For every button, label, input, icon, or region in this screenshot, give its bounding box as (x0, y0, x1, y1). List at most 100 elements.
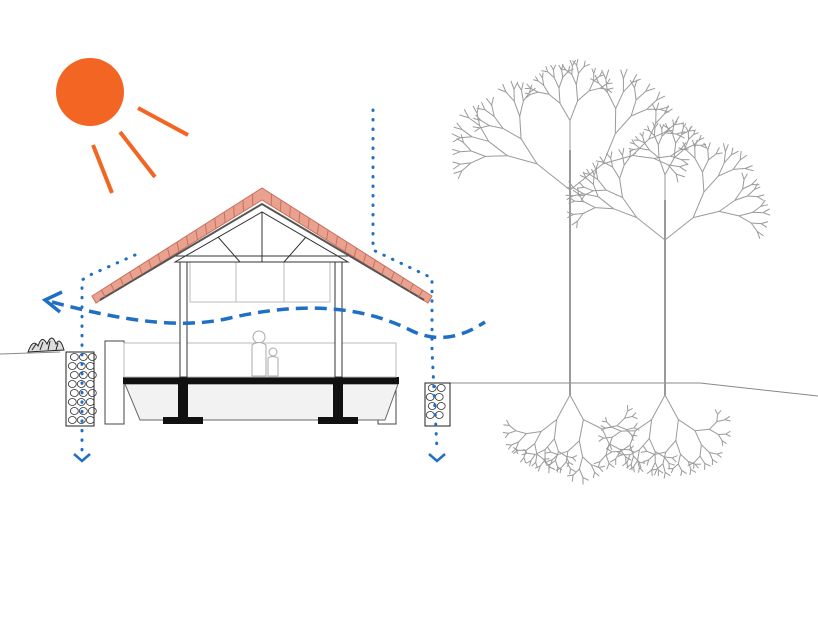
tree-root (716, 414, 719, 422)
tree-branch (565, 69, 573, 75)
tree-root (701, 444, 710, 453)
tree-branch (566, 195, 574, 201)
tree-root (714, 409, 719, 415)
tree-branch (573, 193, 584, 197)
stone (85, 380, 95, 388)
tree-branch (476, 105, 480, 114)
tree-root (530, 454, 536, 462)
tree-branch (533, 79, 539, 82)
tree-branch (698, 137, 705, 141)
tree-root (553, 419, 558, 439)
tree-branch (756, 196, 764, 201)
tree-root (506, 419, 510, 426)
tree-root (583, 419, 603, 430)
tree-branch (599, 74, 605, 77)
tree-branch (700, 144, 706, 149)
tree-branch (577, 90, 590, 102)
roof-tile-mark (390, 271, 395, 281)
tree-branch (678, 147, 687, 151)
tree-branch (751, 222, 762, 225)
tree-branch (703, 175, 719, 193)
tree-branch (743, 173, 748, 180)
tree-root (724, 415, 730, 421)
tree-root (608, 443, 621, 450)
tree-branch (491, 96, 494, 106)
stone (76, 380, 86, 388)
tree-branch (629, 152, 637, 158)
tree-branch (620, 69, 624, 79)
tree-root (537, 465, 541, 472)
tree-root (609, 444, 613, 450)
tree-root (646, 450, 655, 455)
tree-branch (635, 91, 646, 101)
tree-root (694, 430, 702, 446)
tree-branch (452, 161, 461, 165)
tree-branch (673, 120, 678, 126)
tree-root (535, 454, 538, 463)
tree-branch (622, 68, 628, 79)
tree-branch (628, 148, 634, 150)
tree-branch (459, 114, 470, 119)
tree-root (658, 469, 664, 474)
tree-branch (578, 194, 585, 197)
tree-branch (739, 150, 742, 161)
tree-branch (558, 77, 564, 89)
tree-branch (542, 72, 544, 78)
tree-branch (530, 87, 539, 93)
tree-root (605, 426, 612, 429)
tree-branch (453, 163, 461, 170)
tree-branch (638, 139, 645, 144)
stone (87, 389, 97, 397)
tree-branch (734, 188, 744, 201)
tree-root (554, 451, 559, 461)
tree-root (582, 456, 592, 466)
tree-root (521, 452, 528, 456)
tree-branch (479, 125, 490, 129)
tree-branch (547, 71, 555, 78)
tree-root (678, 419, 696, 432)
tree-branch (582, 207, 596, 214)
tree-branch (602, 155, 633, 165)
tree-branch (481, 101, 486, 110)
tree-branch (591, 68, 595, 74)
stone (87, 407, 97, 415)
tree-root (508, 430, 517, 434)
tree-root (716, 419, 725, 423)
tree-root (675, 419, 679, 441)
tree-root (594, 471, 600, 477)
tree-branch (653, 157, 669, 166)
tree-branch (452, 148, 461, 153)
tree-branch (520, 138, 538, 165)
tree-branch (647, 125, 650, 131)
tree-branch (453, 126, 463, 131)
tree-branch (756, 230, 764, 237)
tree-branch (730, 147, 734, 155)
stone (78, 353, 88, 361)
tree-root (598, 467, 604, 473)
tree-root (617, 454, 623, 457)
tree-branch (688, 134, 694, 140)
tree-root (654, 451, 666, 455)
tree-branch (702, 172, 705, 193)
tree-branch (542, 77, 545, 86)
tree-branch (589, 174, 598, 180)
tree-branch (576, 65, 579, 74)
tree-branch (573, 213, 584, 215)
tree-branch (593, 67, 596, 74)
tree-branch (597, 196, 614, 210)
tree-root (511, 441, 519, 446)
tree-branch (565, 194, 574, 197)
tree-branch (583, 201, 596, 209)
shrub-icon (27, 337, 65, 353)
tree-root (534, 431, 542, 444)
tree-branch (654, 122, 659, 128)
tree-branch (685, 126, 689, 132)
tree-branch (470, 155, 486, 164)
tree-branch (645, 87, 656, 92)
tree-branch (670, 149, 681, 157)
tree-branch (661, 131, 668, 137)
tree-branch (724, 144, 729, 152)
tree-branch (457, 170, 463, 180)
tree-branch (460, 150, 472, 153)
tree-branch (526, 83, 531, 89)
